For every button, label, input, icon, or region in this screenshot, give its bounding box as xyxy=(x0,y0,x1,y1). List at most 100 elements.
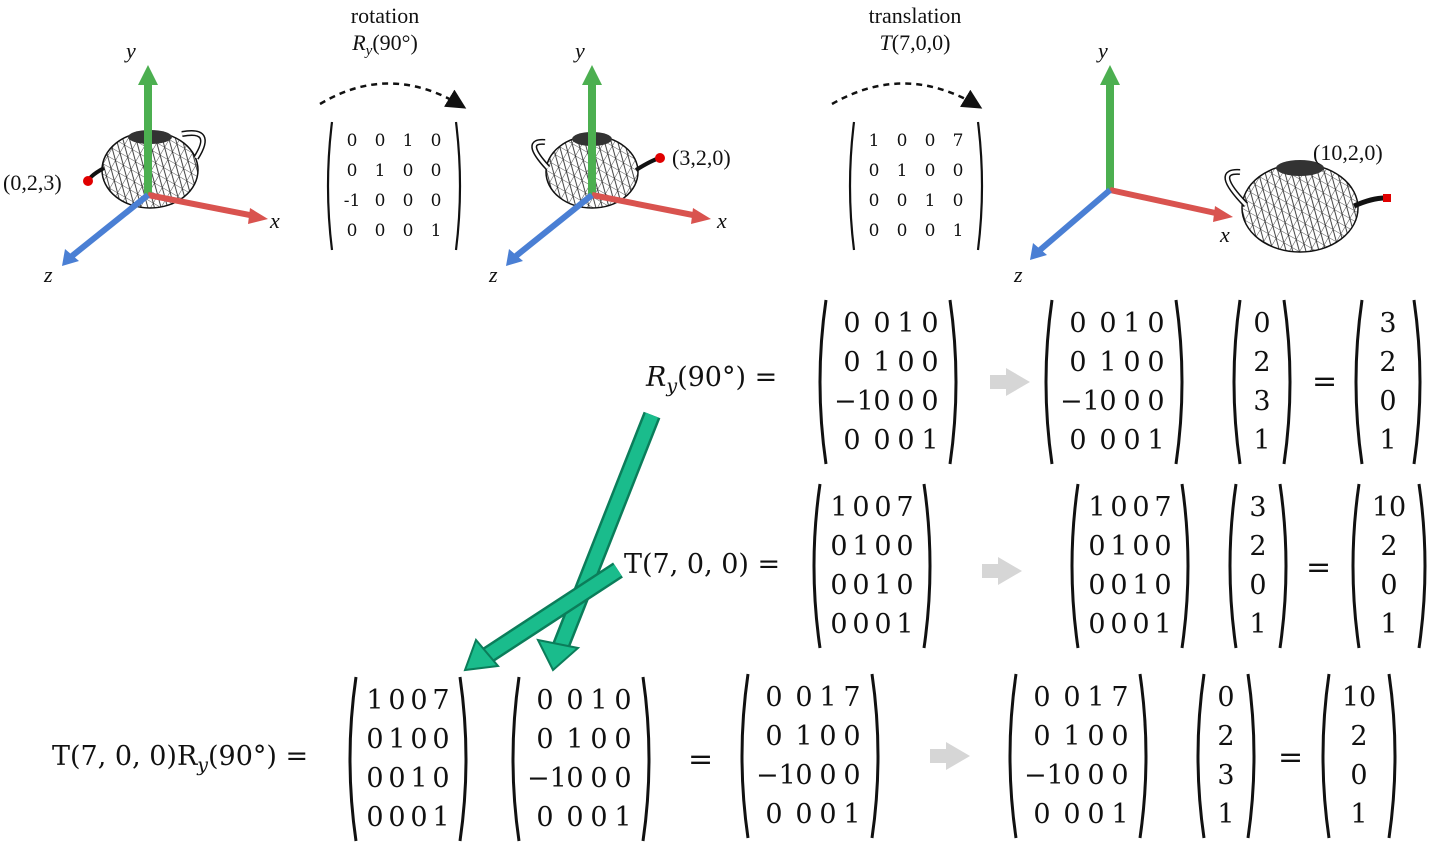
matrix-cell: 0 xyxy=(924,131,936,151)
matrix-cell: 1 xyxy=(1132,570,1150,601)
matrix-cell: 1 xyxy=(402,131,414,151)
vector-cell: 10 xyxy=(1371,492,1407,523)
matrix-cell: 0 xyxy=(952,161,964,181)
translation-caption: translation xyxy=(868,3,962,28)
left-bracket xyxy=(818,299,828,465)
matrix-cell: 7 xyxy=(432,685,450,716)
matrix-cell: −1 xyxy=(1024,760,1064,791)
matrix-cell: 0 xyxy=(830,570,848,601)
matrix-cell: 0 xyxy=(897,386,915,417)
matrix-brackets xyxy=(326,121,1427,842)
matrix-cell: 0 xyxy=(924,221,936,241)
point-marker-a xyxy=(83,176,93,186)
matrix-cell: 0 xyxy=(536,685,554,716)
rotation-caption: rotation xyxy=(350,3,420,28)
matrix-cell: 0 xyxy=(566,685,584,716)
matrix-cell: 1 xyxy=(1063,721,1081,752)
matrix-cell: 0 xyxy=(590,724,608,755)
left-bracket xyxy=(812,483,822,649)
matrix-cell: 0 xyxy=(614,763,632,794)
matrix-cell: 0 xyxy=(819,799,837,830)
right-bracket xyxy=(948,299,958,465)
matrix-cell: 0 xyxy=(388,763,406,794)
matrix-cell: 0 xyxy=(1069,308,1087,339)
vector-cell: 1 xyxy=(1379,425,1397,456)
right-bracket xyxy=(458,676,468,842)
x-axis-arrow xyxy=(147,192,256,219)
vector-cell: 2 xyxy=(1249,531,1267,562)
matrix-cell: 0 xyxy=(1111,721,1129,752)
matrix-cell: 0 xyxy=(852,492,870,523)
matrix-cell: 0 xyxy=(868,161,880,181)
matrix-cell: 0 xyxy=(843,721,861,752)
matrix-cell: 0 xyxy=(843,308,861,339)
matrix-cell: 0 xyxy=(346,161,358,181)
point-marker-b xyxy=(655,153,665,163)
vector-cell: 2 xyxy=(1217,721,1235,752)
vector-cell: 2 xyxy=(1379,347,1397,378)
matrix-cell: 0 xyxy=(590,802,608,833)
vector-cell: 0 xyxy=(1249,570,1267,601)
matrix-cell: 0 xyxy=(374,131,386,151)
matrix-cell: 0 xyxy=(819,721,837,752)
axis-y-label-3: y xyxy=(1098,38,1108,63)
matrix-cell: 0 xyxy=(1123,386,1141,417)
equals-row1: = xyxy=(1312,364,1338,399)
matrix-cell: 1 xyxy=(1147,425,1165,456)
matrix-cell: 0 xyxy=(868,191,880,211)
matrix-cell: 0 xyxy=(1099,386,1117,417)
matrix-cell: 0 xyxy=(388,685,406,716)
vector-cell: 2 xyxy=(1380,531,1398,562)
left-bracket xyxy=(1228,483,1238,649)
green-arrow-ry xyxy=(536,411,661,672)
combined-equation-label: T(7, 0, 0)Ry(90°) = xyxy=(52,741,309,777)
right-bracket xyxy=(976,121,984,251)
right-bracket xyxy=(1387,673,1397,839)
matrix-cell: 0 xyxy=(1154,531,1172,562)
matrix-cell: 0 xyxy=(1088,609,1106,640)
matrix-cell: 1 xyxy=(852,531,870,562)
matrix-cell: 0 xyxy=(1111,760,1129,791)
left-bracket xyxy=(1196,673,1206,839)
axis-x-label-2: x xyxy=(717,208,727,233)
matrix-cell: 0 xyxy=(896,221,908,241)
gray-arrow-1 xyxy=(990,368,1030,396)
vector-cell: 3 xyxy=(1217,760,1235,791)
matrix-cell: 0 xyxy=(1099,425,1117,456)
vector-cell: 2 xyxy=(1253,347,1271,378)
matrix-cell: 1 xyxy=(795,721,813,752)
matrix-cell: 0 xyxy=(897,425,915,456)
matrix-cell: 1 xyxy=(1123,308,1141,339)
matrix-cell: 1 xyxy=(952,221,964,241)
equals-row3b: = xyxy=(1278,740,1304,775)
matrix-cell: 0 xyxy=(819,760,837,791)
left-bracket xyxy=(511,676,521,842)
axis-z-label-1: z xyxy=(44,262,53,287)
right-bracket xyxy=(1174,299,1184,465)
vector-cell: 3 xyxy=(1253,386,1271,417)
matrix-cell: 0 xyxy=(366,724,384,755)
matrix-cell: 1 xyxy=(366,685,384,716)
matrix-cell: 0 xyxy=(430,191,442,211)
right-bracket xyxy=(454,121,462,251)
